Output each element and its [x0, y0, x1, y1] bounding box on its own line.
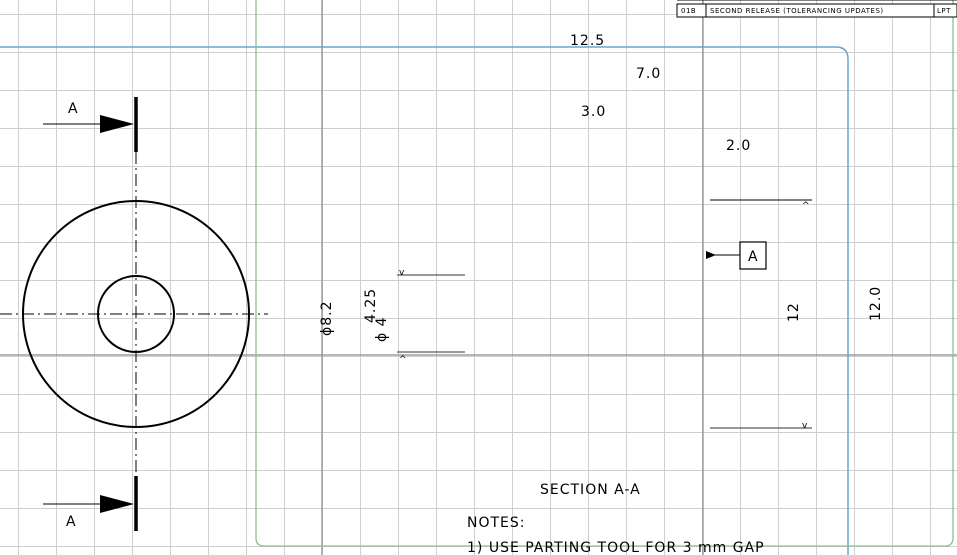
dim-dia-8-2: ϕ8.2 — [319, 301, 335, 337]
dim-12-5: 12.5 — [570, 33, 605, 49]
section-arrow-bottom: A — [43, 476, 138, 531]
dim-12: 12 — [786, 302, 802, 322]
notes-heading: NOTES: — [467, 515, 526, 531]
dim-7-0: 7.0 — [636, 66, 661, 82]
dim-3-0: 3.0 — [581, 104, 606, 120]
front-view[interactable] — [0, 152, 268, 476]
revision-number: 01B — [681, 7, 696, 15]
dim-12-0: 12.0 — [868, 286, 884, 321]
dim-dia-4-25: 4.25 — [363, 288, 379, 323]
section-label-bottom: A — [66, 514, 77, 530]
revision-description: SECOND RELEASE (TOLERANCING UPDATES) — [710, 7, 884, 15]
title-block: 01B SECOND RELEASE (TOLERANCING UPDATES)… — [676, 0, 957, 18]
svg-text:^: ^ — [802, 201, 810, 211]
dim-dia-4: ϕ 4 — [374, 316, 390, 342]
note-item: 1) USE PARTING TOOL FOR 3 mm GAP — [467, 540, 765, 555]
section-label-top: A — [68, 101, 79, 117]
svg-text:^: ^ — [399, 355, 407, 365]
sheet-border — [0, 46, 849, 555]
dim-2-0: 2.0 — [726, 138, 751, 154]
svg-text:v: v — [802, 421, 808, 431]
datum-feature: A — [706, 241, 767, 270]
svg-text:v: v — [399, 268, 405, 278]
section-arrow-top: A — [43, 97, 138, 152]
datum-label: A — [748, 249, 759, 265]
dimensions: 12.5 7.0 3.0 2.0 ^ v v ^ ϕ8.2 4.25 ϕ 4 1… — [319, 33, 884, 431]
frame-border — [255, 0, 954, 547]
section-title: SECTION A-A — [540, 482, 641, 498]
revision-initials: LPT — [937, 7, 951, 15]
